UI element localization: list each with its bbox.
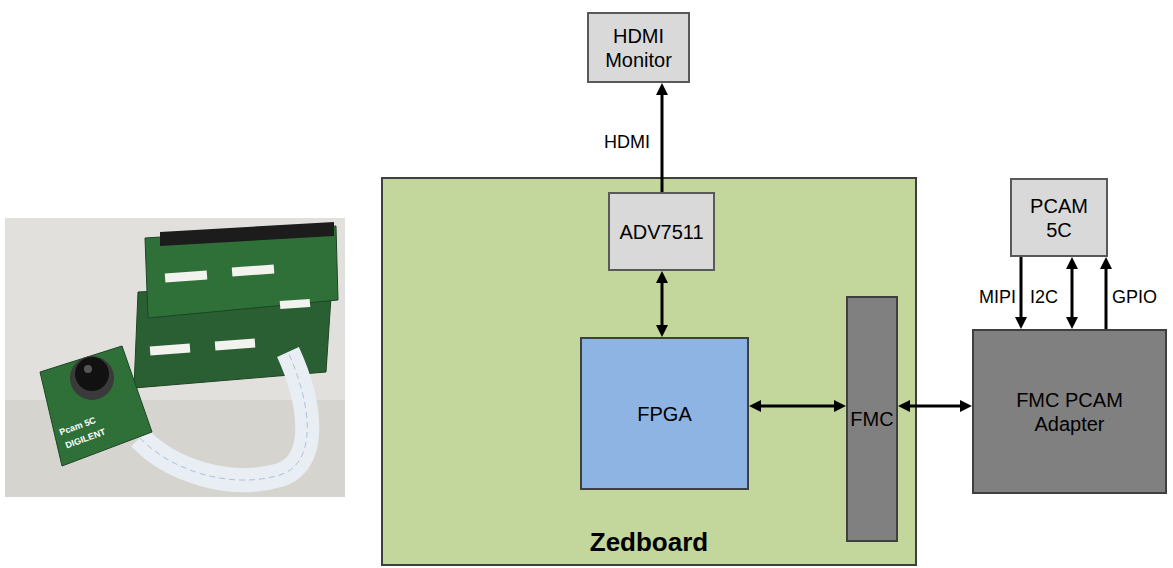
- board-connector: [280, 299, 310, 309]
- signal-arrow: [661, 278, 664, 330]
- chip-box: ADV7511: [608, 192, 715, 271]
- signal-name: GPIO: [1112, 287, 1168, 309]
- ribbon-stripe: [140, 352, 307, 480]
- signal-arrow: [905, 405, 965, 408]
- camera-box: PCAM 5C: [1010, 178, 1108, 257]
- board-region: Zedboard ADV7511FPGA FMC: [381, 177, 917, 566]
- fmc-connector: [160, 222, 334, 246]
- signal-name: MIPI: [955, 287, 1016, 309]
- photo-background: [5, 218, 345, 497]
- camera-board: [40, 346, 152, 466]
- board-connector: [232, 265, 275, 277]
- fpga-box: FPGA: [580, 337, 749, 490]
- signal-name: I2C: [1030, 287, 1068, 309]
- board-connector: [215, 339, 256, 351]
- board-connector: [150, 344, 191, 356]
- node-text: ADV7511: [619, 220, 703, 244]
- monitor-box: HDMI Monitor: [587, 12, 690, 83]
- signal-arrow: [1071, 264, 1074, 322]
- node-text: FMC PCAM Adapter: [1010, 388, 1130, 436]
- board-connector: [165, 271, 208, 283]
- lens-glint: [84, 365, 92, 373]
- signal-arrow: [1020, 257, 1023, 322]
- node-text: PCAM 5C: [1028, 194, 1090, 242]
- node-text: Zedboard: [590, 527, 708, 558]
- signal-arrow: [1105, 264, 1108, 329]
- node-text: FPGA: [637, 402, 691, 426]
- signal-arrow: [756, 405, 839, 408]
- connector-box: FMC: [846, 296, 898, 542]
- node-text: HDMI Monitor: [593, 24, 685, 72]
- adapter-box: FMC PCAM Adapter: [972, 329, 1167, 494]
- lens-ring: [70, 356, 114, 400]
- signal-arrow: [661, 90, 664, 192]
- node-text: FMC: [850, 407, 893, 431]
- ribbon-cable: [140, 352, 307, 480]
- camera-lens: [75, 357, 109, 391]
- signal-name: HDMI: [560, 132, 650, 154]
